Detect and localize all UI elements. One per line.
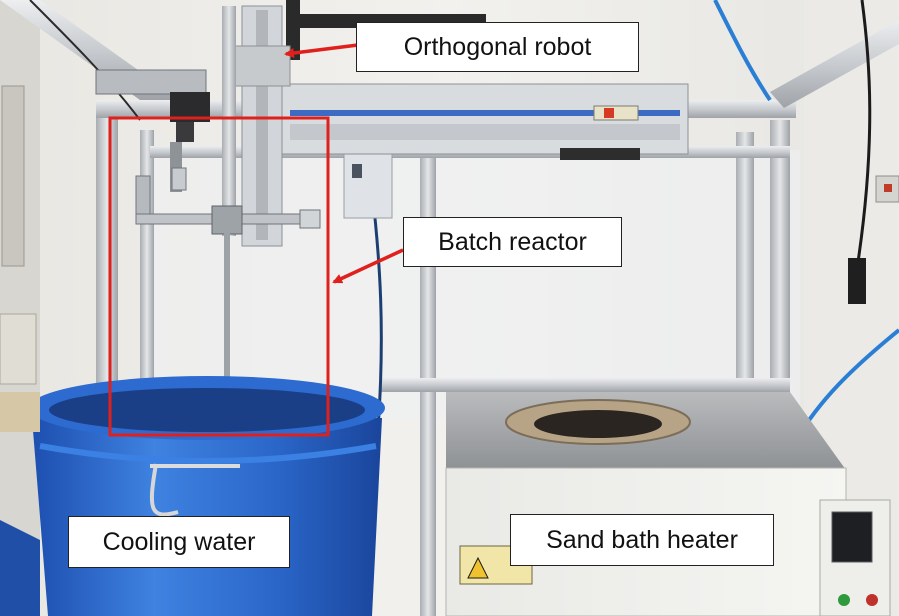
wall-device-indicator	[884, 184, 892, 192]
label-cooling-water-text: Cooling water	[102, 527, 256, 556]
switch-box	[343, 151, 393, 219]
blue-hose-top	[713, 0, 772, 102]
motor-shaft-housing	[176, 122, 194, 142]
robot-carriage	[229, 45, 291, 87]
bucket-band	[39, 443, 377, 464]
bench-cabinet	[0, 313, 37, 385]
bucket-handle	[149, 463, 179, 517]
robot-warning-label	[593, 105, 639, 121]
reactor-end-fitting	[299, 209, 321, 229]
wall-panel	[1, 85, 25, 267]
heater-red-button	[866, 594, 878, 606]
cable-plug	[848, 258, 866, 304]
robot-axis-stripe	[290, 110, 680, 116]
label-cooling-water: Cooling water	[68, 516, 290, 568]
black-cable-right	[856, 0, 872, 263]
batch-reactor-highlight-box	[108, 116, 330, 437]
reactor-head	[211, 205, 243, 235]
label-batch-reactor-text: Batch reactor	[438, 227, 587, 256]
heater-opening	[534, 410, 662, 438]
hot-surface-icon	[467, 556, 489, 579]
robot-cable-chain-bottom	[560, 148, 640, 160]
label-batch-reactor: Batch reactor	[403, 217, 622, 267]
label-orthogonal-robot-text: Orthogonal robot	[403, 32, 592, 61]
heater-green-button	[838, 594, 850, 606]
robot-support-rod	[222, 6, 236, 236]
label-orthogonal-robot: Orthogonal robot	[356, 22, 639, 72]
frame-bar-middle	[380, 378, 790, 392]
controller-box	[95, 69, 207, 95]
cable-left	[29, 0, 141, 121]
label-sand-bath-heater-text: Sand bath heater	[546, 525, 738, 554]
bench-box	[0, 392, 40, 432]
robot-vertical-rail	[256, 10, 268, 240]
pressure-sensor	[171, 167, 187, 191]
switch-box-port	[352, 164, 362, 178]
reactor-tube	[224, 232, 230, 424]
heater-display	[831, 511, 873, 563]
robot-axis-rail	[290, 124, 680, 140]
second-bucket	[0, 520, 40, 616]
arrow-to-robot	[284, 43, 359, 58]
arrow-to-reactor	[332, 248, 404, 284]
robot-warning-mark	[604, 108, 614, 118]
cooling-water-surface	[49, 388, 365, 432]
reactor-valve	[135, 175, 151, 217]
label-sand-bath-heater: Sand bath heater	[510, 514, 774, 566]
